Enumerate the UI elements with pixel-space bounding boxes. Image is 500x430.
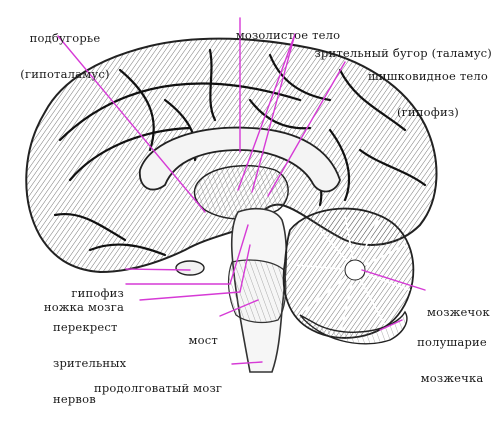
leader-thalamus-2	[251, 33, 296, 193]
leader-cerebellum	[361, 269, 426, 291]
label-pons: мост	[188, 333, 218, 347]
brain-diagram: подбугорье (гипоталамус) мозолистое тело…	[20, 17, 492, 405]
leader-cerebellar-hemisphere	[379, 319, 403, 331]
leader-lines	[57, 17, 426, 365]
leader-thalamus-1	[237, 33, 296, 191]
label-pineal: шишковидное тело (гипофиз)	[367, 69, 489, 119]
label-hypothalamus: подбугорье (гипоталамус)	[20, 31, 110, 81]
label-hypophysis: гипофиз	[71, 286, 124, 300]
label-cerebellar-hemisphere: полушарие мозжечка	[417, 335, 487, 385]
leader-optic-chiasm-b	[239, 244, 251, 293]
corpus-callosum	[139, 126, 341, 193]
leader-cerebral-peduncle-b	[229, 224, 249, 285]
pons-bulge	[227, 259, 287, 324]
leader-hypophysis	[125, 268, 191, 271]
pituitary-shape	[175, 260, 205, 276]
cerebellar-hemisphere-shape	[299, 310, 408, 345]
label-cerebral-peduncle: ножка мозга	[43, 300, 124, 314]
label-cerebellum: мозжечок	[427, 305, 490, 319]
label-optic-chiasm: перекрест зрительных нервов	[53, 320, 127, 406]
brain-illustration	[25, 17, 438, 373]
leader-hypothalamus	[57, 35, 206, 213]
leader-pineal	[267, 61, 346, 197]
label-corpus-callosum: мозолистое тело	[235, 28, 341, 42]
label-medulla: продолговатый мозг	[94, 381, 223, 395]
leader-optic-chiasm-a	[139, 291, 241, 301]
leader-pons	[219, 299, 259, 317]
label-thalamus: зрительный бугор (таламус)	[314, 46, 492, 60]
leader-medulla	[231, 361, 263, 365]
